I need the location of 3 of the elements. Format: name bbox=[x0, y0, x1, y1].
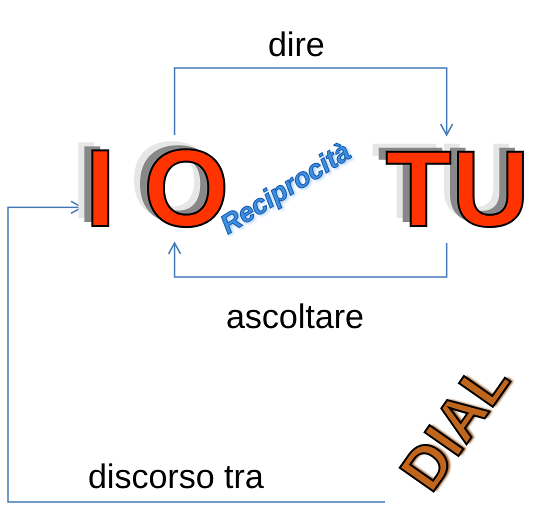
arrow bbox=[174, 67, 454, 136]
arrow bbox=[7, 200, 385, 503]
arrow bbox=[168, 242, 448, 278]
